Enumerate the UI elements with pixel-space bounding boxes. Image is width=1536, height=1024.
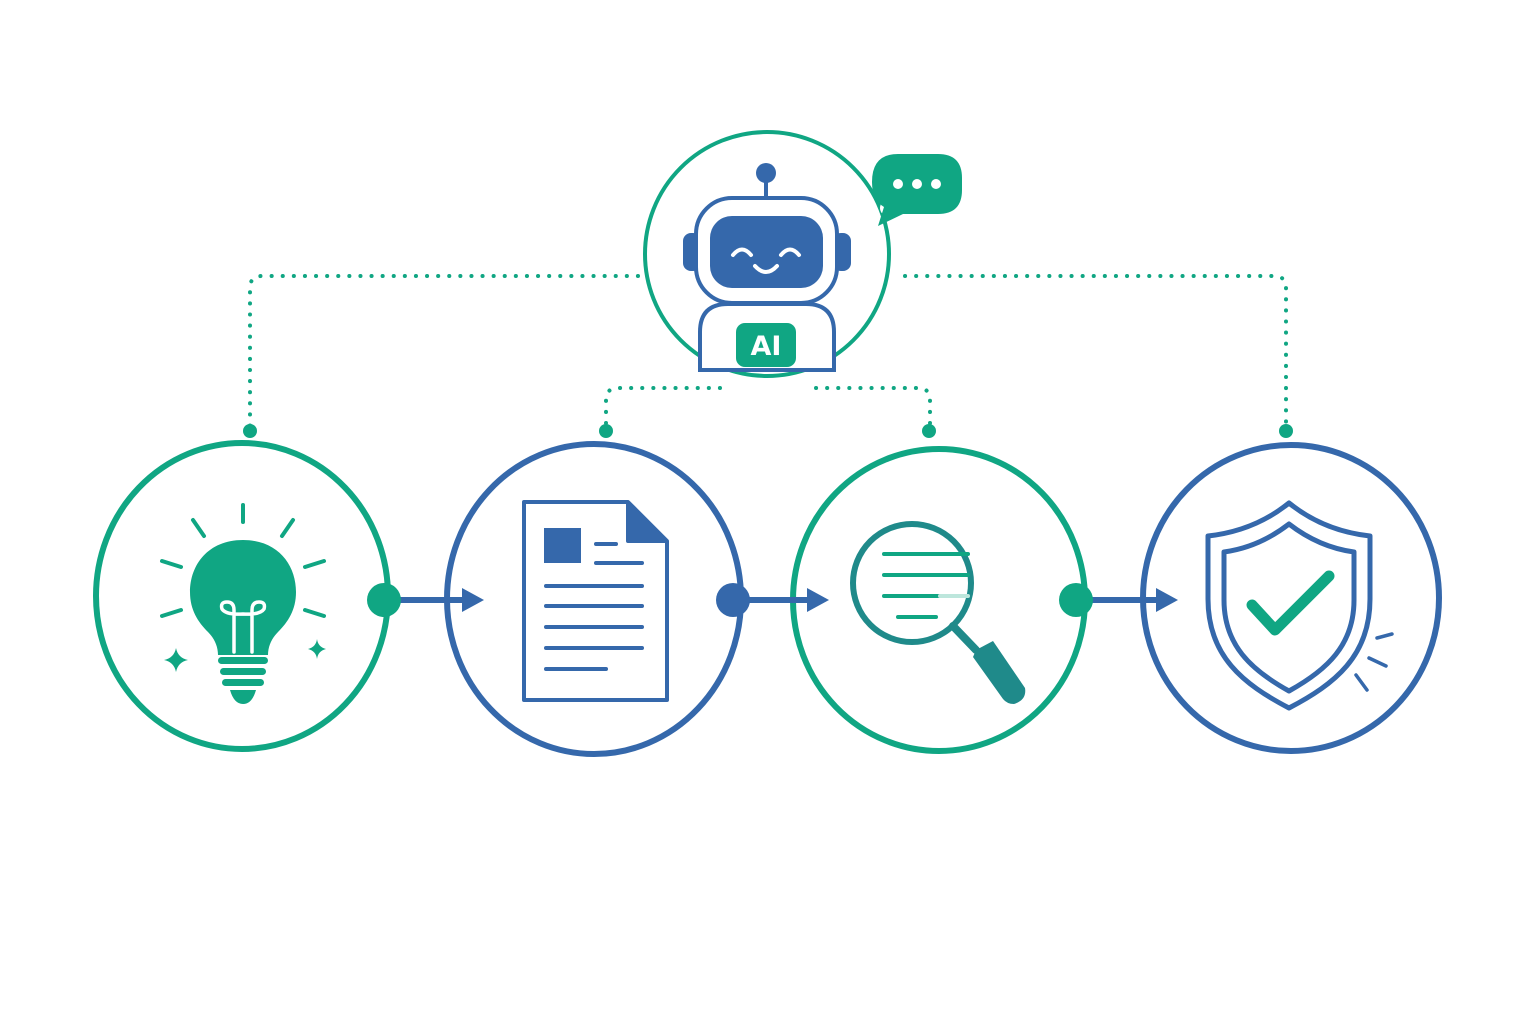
connector-endpoints (243, 424, 1293, 438)
document-icon (522, 500, 669, 702)
connector-dot (922, 424, 936, 438)
arrow-review-to-secure (1059, 583, 1178, 617)
lightbulb-icon (160, 503, 326, 704)
connector-outer-right (903, 274, 1288, 432)
connector-dot (1279, 424, 1293, 438)
shield-check-icon (1205, 500, 1394, 711)
robot-icon: AI (683, 163, 851, 372)
speech-bubble-icon (872, 154, 962, 226)
sparkle-icon (308, 639, 326, 659)
connector-outer-left (248, 274, 640, 432)
connector-inner-right (814, 386, 932, 432)
sparkle-icon (164, 648, 188, 672)
connector-dot (599, 424, 613, 438)
ai-badge (736, 323, 796, 367)
magnifier-icon (850, 521, 1026, 704)
checkmark-icon (1246, 570, 1335, 636)
ai-connectors (248, 274, 1288, 432)
arrow-draft-to-review (716, 583, 829, 617)
shine-lines-icon (1354, 632, 1394, 692)
ai-badge-label: AI (751, 331, 782, 362)
ai-hub: AI (643, 130, 962, 378)
connector-dot (243, 424, 257, 438)
connector-inner-left (604, 386, 722, 432)
step-arrows (367, 583, 1178, 617)
arrow-idea-to-draft (367, 583, 484, 617)
